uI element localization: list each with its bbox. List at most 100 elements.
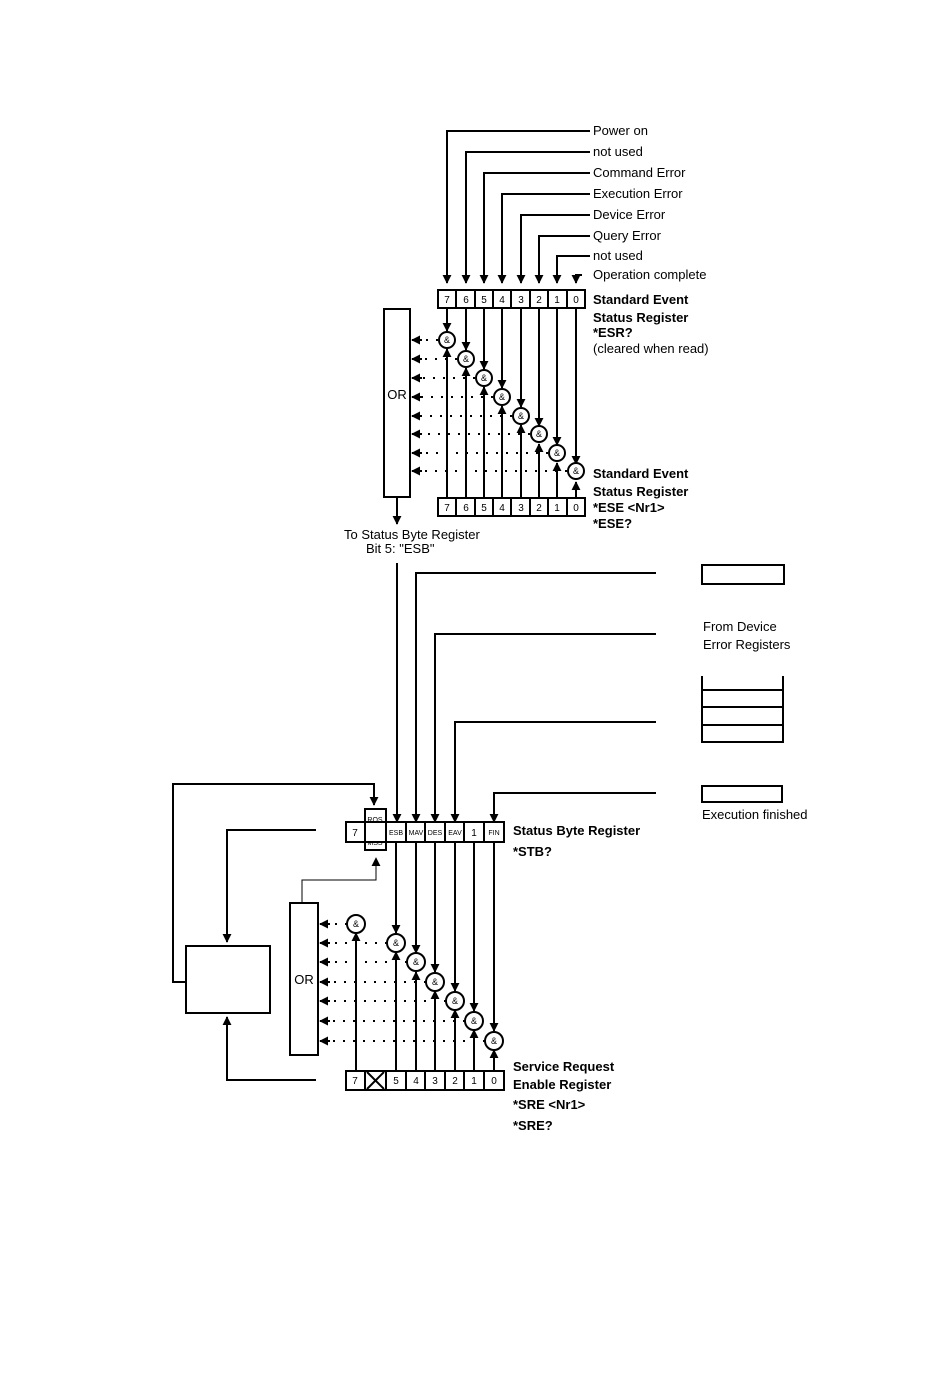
ese-to-gate-lines xyxy=(442,348,581,498)
ese-bit: 7 xyxy=(444,503,450,514)
svg-text:&: & xyxy=(499,392,505,402)
stb-bit-esb: ESB xyxy=(389,830,403,837)
ese-title: Standard Event Status Register *ESE <Nr1… xyxy=(593,466,689,531)
ese-bit: 1 xyxy=(554,503,560,514)
svg-text:&: & xyxy=(554,448,560,458)
stb-or-block: OR xyxy=(289,857,381,1056)
esr-bit: 3 xyxy=(518,295,524,306)
svg-text:*ESE?: *ESE? xyxy=(593,516,632,531)
esr-dotted-outputs xyxy=(411,335,567,476)
svg-text:&: & xyxy=(471,1016,477,1026)
ese-bit: 5 xyxy=(481,503,487,514)
svg-text:&: & xyxy=(463,354,469,364)
svg-text:*STB?: *STB? xyxy=(513,844,552,859)
ese-bit: 4 xyxy=(499,503,505,514)
and-gate: & xyxy=(457,350,475,368)
esr-or-block: OR xyxy=(383,308,411,525)
esr-bit: 7 xyxy=(444,295,450,306)
stb-and-gates: & & & & & & & xyxy=(346,914,504,1051)
svg-text:Service Request: Service Request xyxy=(513,1059,615,1074)
esr-input-lines xyxy=(442,130,590,284)
stb-bit-eav: EAV xyxy=(448,830,462,837)
input-device-error: Device Error xyxy=(593,207,666,222)
sre-title: Service Request Enable Register *SRE <Nr… xyxy=(513,1059,615,1133)
esr-to-gate-lines xyxy=(442,308,581,465)
sre-bit: 0 xyxy=(491,1076,497,1087)
svg-text:*SRE <Nr1>: *SRE <Nr1> xyxy=(513,1097,586,1112)
and-gate: & xyxy=(346,914,366,934)
ese-register: 7 6 5 4 3 2 1 0 xyxy=(437,497,586,517)
and-gate: & xyxy=(464,1011,484,1031)
ese-bit: 2 xyxy=(536,503,542,514)
stb-dotted-outputs xyxy=(319,919,485,1046)
svg-text:Bit 5: "ESB": Bit 5: "ESB" xyxy=(366,541,435,556)
svg-text:*ESR?: *ESR? xyxy=(593,325,633,340)
esr-input-labels: Power on not used Command Error Executio… xyxy=(593,123,706,282)
input-query-error: Query Error xyxy=(593,228,662,243)
esr-bit: 5 xyxy=(481,295,487,306)
and-gate: & xyxy=(475,369,493,387)
and-gate: & xyxy=(493,388,511,406)
svg-text:To Status Byte Register: To Status Byte Register xyxy=(344,527,481,542)
svg-text:Execution finished: Execution finished xyxy=(702,807,808,822)
esr-register: 7 6 5 4 3 2 1 0 xyxy=(437,289,586,309)
stb-title: Status Byte Register *STB? xyxy=(513,823,640,859)
sre-bit: 5 xyxy=(393,1076,399,1087)
and-gate: & xyxy=(512,407,530,425)
ese-bit: 0 xyxy=(573,503,579,514)
svg-text:*ESE <Nr1>: *ESE <Nr1> xyxy=(593,500,665,515)
sre-bit: 3 xyxy=(432,1076,438,1087)
device-register-boxes: From Device Error Registers Execution fi… xyxy=(701,564,808,822)
svg-text:Enable Register: Enable Register xyxy=(513,1077,611,1092)
input-power-on: Power on xyxy=(593,123,648,138)
sre-bit: 1 xyxy=(471,1076,477,1087)
esr-bit: 2 xyxy=(536,295,542,306)
svg-text:&: & xyxy=(393,938,399,948)
svg-text:OR: OR xyxy=(294,972,314,987)
ese-bit: 3 xyxy=(518,503,524,514)
svg-text:Error Registers: Error Registers xyxy=(703,637,791,652)
and-gate: & xyxy=(438,331,456,349)
esr-bit: 4 xyxy=(499,295,505,306)
svg-text:Standard Event: Standard Event xyxy=(593,292,689,307)
and-gate: & xyxy=(548,444,566,462)
svg-text:Status Register: Status Register xyxy=(593,310,688,325)
svg-text:Status Byte Register: Status Byte Register xyxy=(513,823,640,838)
and-gate: & xyxy=(484,1031,504,1051)
svg-text:Status Register: Status Register xyxy=(593,484,688,499)
stb-bit-fin: FIN xyxy=(488,830,499,837)
esr-and-gates: & & & & & & & & xyxy=(438,331,585,480)
svg-text:&: & xyxy=(481,373,487,383)
esr-title: Standard Event Status Register *ESR? (cl… xyxy=(593,292,709,356)
and-gate: & xyxy=(386,933,406,953)
svg-text:&: & xyxy=(432,977,438,987)
and-gate: & xyxy=(425,972,445,992)
service-request-loop xyxy=(172,783,379,1081)
sre-register: 7 5 4 3 2 1 0 xyxy=(345,1070,505,1091)
esr-bit: 1 xyxy=(554,295,560,306)
svg-text:&: & xyxy=(452,996,458,1006)
rqs-label: RQS xyxy=(367,817,383,824)
svg-text:&: & xyxy=(518,411,524,421)
svg-text:From Device: From Device xyxy=(703,619,777,634)
svg-text:&: & xyxy=(353,919,359,929)
sre-bit: 4 xyxy=(413,1076,419,1087)
and-gate: & xyxy=(530,425,548,443)
svg-text:OR: OR xyxy=(387,387,407,402)
sre-bit: 2 xyxy=(452,1076,458,1087)
input-not-used-6: not used xyxy=(593,144,643,159)
sre-bit: 7 xyxy=(352,1076,358,1087)
and-gate: & xyxy=(406,952,426,972)
stb-bit-des: DES xyxy=(428,830,443,837)
svg-text:&: & xyxy=(444,335,450,345)
stb-bit: 7 xyxy=(352,828,358,839)
input-execution-error: Execution Error xyxy=(593,186,683,201)
svg-text:&: & xyxy=(491,1036,497,1046)
svg-text:&: & xyxy=(413,957,419,967)
esr-bit: 0 xyxy=(573,295,579,306)
esb-note: To Status Byte Register Bit 5: "ESB" xyxy=(344,527,481,556)
input-not-used-1: not used xyxy=(593,248,643,263)
stb-bit-mav: MAV xyxy=(409,830,424,837)
mss-label: MSS xyxy=(367,840,383,847)
stb-input-lines xyxy=(392,563,656,823)
